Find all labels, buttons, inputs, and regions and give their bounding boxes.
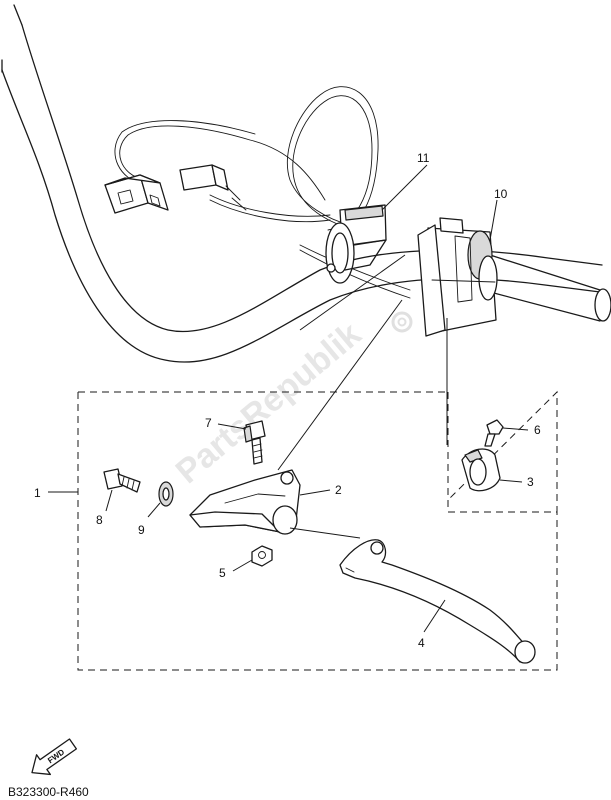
wire-harness	[114, 86, 411, 299]
callout-10: 10	[494, 187, 508, 201]
holder-clamp	[461, 448, 501, 492]
callout-8: 8	[96, 513, 103, 527]
parts-group-frame	[77, 390, 558, 671]
connector-small	[179, 164, 247, 211]
callout-11: 11	[417, 151, 430, 165]
lever-holder	[189, 469, 301, 535]
clutch-lever	[339, 539, 536, 664]
drawing-code: B323300-R460	[8, 785, 89, 799]
gear-icon	[391, 311, 413, 333]
adjuster-bolt	[103, 468, 141, 493]
callout-2: 2	[335, 483, 342, 497]
callout-5: 5	[219, 566, 226, 580]
callout-1: 1	[34, 486, 41, 500]
switch-clamp	[325, 204, 387, 284]
connector-large	[104, 174, 169, 214]
callout-7: 7	[205, 416, 212, 430]
grip-housing	[417, 217, 498, 337]
pivot-bolt	[243, 420, 266, 465]
callout-3: 3	[527, 475, 534, 489]
fwd-arrow-icon: FWD	[31, 738, 78, 776]
clamp-screw	[484, 419, 504, 447]
watermark-text: PartsRepublik	[169, 315, 369, 491]
adjuster-locknut	[158, 481, 174, 507]
watermark: PartsRepublik	[169, 311, 413, 491]
guide-lines	[277, 254, 448, 471]
callout-4: 4	[418, 636, 425, 650]
callout-9: 9	[138, 523, 145, 537]
callout-labels: 1 2 3 4 5 6 7 8 9 10 11	[34, 151, 541, 650]
callout-6: 6	[534, 423, 541, 437]
pivot-nut	[251, 545, 273, 567]
leader-lines	[48, 164, 529, 633]
handlebar	[1, 4, 611, 363]
